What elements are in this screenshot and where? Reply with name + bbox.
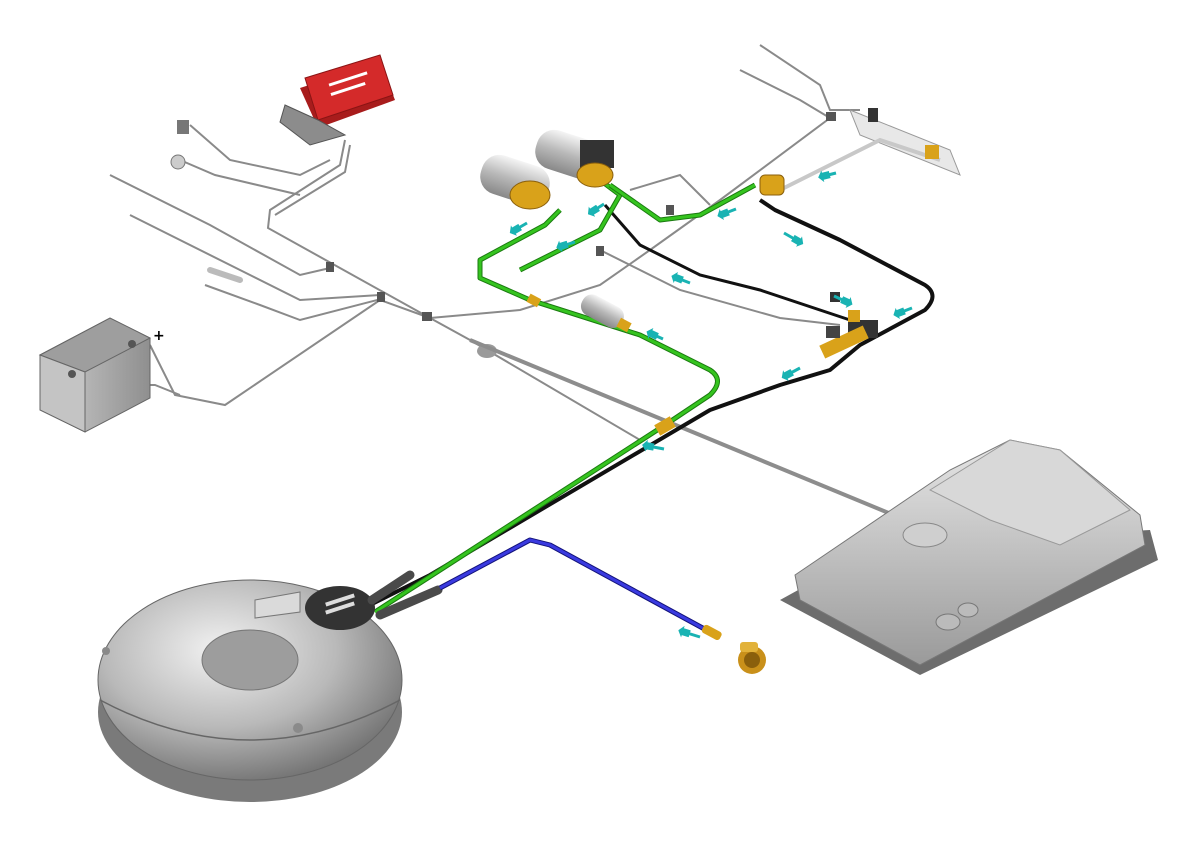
petrol-tank (780, 439, 1158, 675)
gas-injector-rail (759, 108, 961, 196)
return-line-branch (603, 204, 851, 322)
battery-positive-label: + (153, 328, 165, 344)
ground-terminal (207, 267, 243, 283)
multivalve (305, 586, 375, 630)
ecu (279, 54, 395, 146)
multivalve-hoses (367, 570, 443, 620)
gas-line-coupling (526, 293, 542, 308)
flow-arrows (509, 170, 913, 639)
filler-connector (701, 624, 722, 641)
lpg-toroidal-tank (97, 579, 403, 802)
sensor-plug (170, 154, 186, 170)
filler-hose-highlight (439, 538, 711, 634)
return-line (369, 198, 935, 607)
level-sensor-rod (469, 338, 926, 530)
harness-connectors (326, 112, 836, 358)
filler-hose (438, 537, 712, 635)
battery (38, 317, 152, 433)
wiring-harness (75, 44, 860, 441)
tee-connector (654, 416, 676, 436)
solenoid-valve (819, 310, 878, 359)
diagnostic-connector (177, 120, 189, 134)
filler-nozzle (738, 642, 766, 674)
gas-filter (580, 294, 632, 333)
reducer-vaporizer (480, 129, 614, 210)
